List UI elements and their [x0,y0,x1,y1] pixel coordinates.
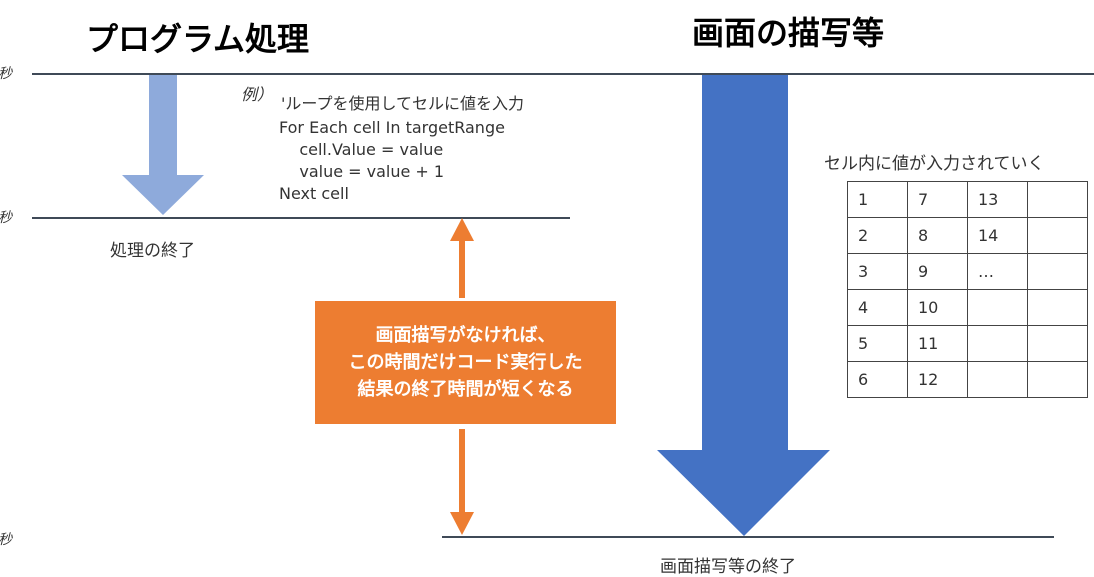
table-cell [1027,217,1088,254]
table-cell: 12 [907,361,968,398]
table-row: 1 7 13 [847,181,1088,218]
start-line [32,73,1094,75]
orange-double-arrow [450,218,474,535]
process-end-line [32,217,570,219]
table-cell: 2 [847,217,908,254]
render-end-line [442,536,1054,538]
code-block: For Each cell In targetRange cell.Value … [279,117,505,205]
table-row: 4 10 [847,289,1088,326]
render-arrow [657,75,830,536]
time-mark-process-end: 秒 [0,207,12,227]
table-cell [1027,325,1088,362]
table-cell [1027,289,1088,326]
callout-line: この時間だけコード実行した [348,352,583,373]
table-cell [967,289,1028,326]
callout-line: 画面描写がなければ、 [375,325,556,346]
table-cell: 9 [907,253,968,290]
screen-title: 画面の描写等 [692,14,885,52]
table-cell: 7 [907,181,968,218]
render-end-label: 画面描写等の終了 [660,557,796,577]
table-cell: 10 [907,289,968,326]
table-cell: 11 [907,325,968,362]
callout-line: 結果の終了時間が短くなる [357,379,574,400]
code-example-label: 例） [241,85,274,104]
time-mark-render-end: 秒 [0,529,12,549]
table-cell [1027,181,1088,218]
table-cell: 6 [847,361,908,398]
program-arrow [122,75,204,215]
table-cell: 13 [967,181,1028,218]
table-cell: 3 [847,253,908,290]
cell-input-label: セル内に値が入力されていく [824,154,1045,174]
table-cell: 1 [847,181,908,218]
code-line: For Each cell In targetRange [279,118,505,137]
program-title: プログラム処理 [86,20,310,58]
table-cell: 4 [847,289,908,326]
table-row: 3 9 … [847,253,1088,290]
code-line: cell.Value = value [279,140,444,159]
code-line: Next cell [279,184,349,203]
process-end-label: 処理の終了 [110,241,195,261]
table-cell: … [967,253,1028,290]
table-cell: 8 [907,217,968,254]
table-cell [967,325,1028,362]
table-cell [1027,253,1088,290]
table-cell [1027,361,1088,398]
time-mark-start: 秒 [0,63,12,83]
table-cell: 5 [847,325,908,362]
table-row: 2 8 14 [847,217,1088,254]
table-cell: 14 [967,217,1028,254]
code-line: value = value + 1 [279,162,445,181]
table-row: 6 12 [847,361,1088,398]
table-row: 5 11 [847,325,1088,362]
cell-table: 1 7 13 2 8 14 3 9 … 4 10 5 11 6 12 [847,181,1088,398]
code-comment: 'ループを使用してセルに値を入力 [281,94,524,113]
table-cell [967,361,1028,398]
callout-box: 画面描写がなければ、 この時間だけコード実行した 結果の終了時間が短くなる [315,301,616,424]
